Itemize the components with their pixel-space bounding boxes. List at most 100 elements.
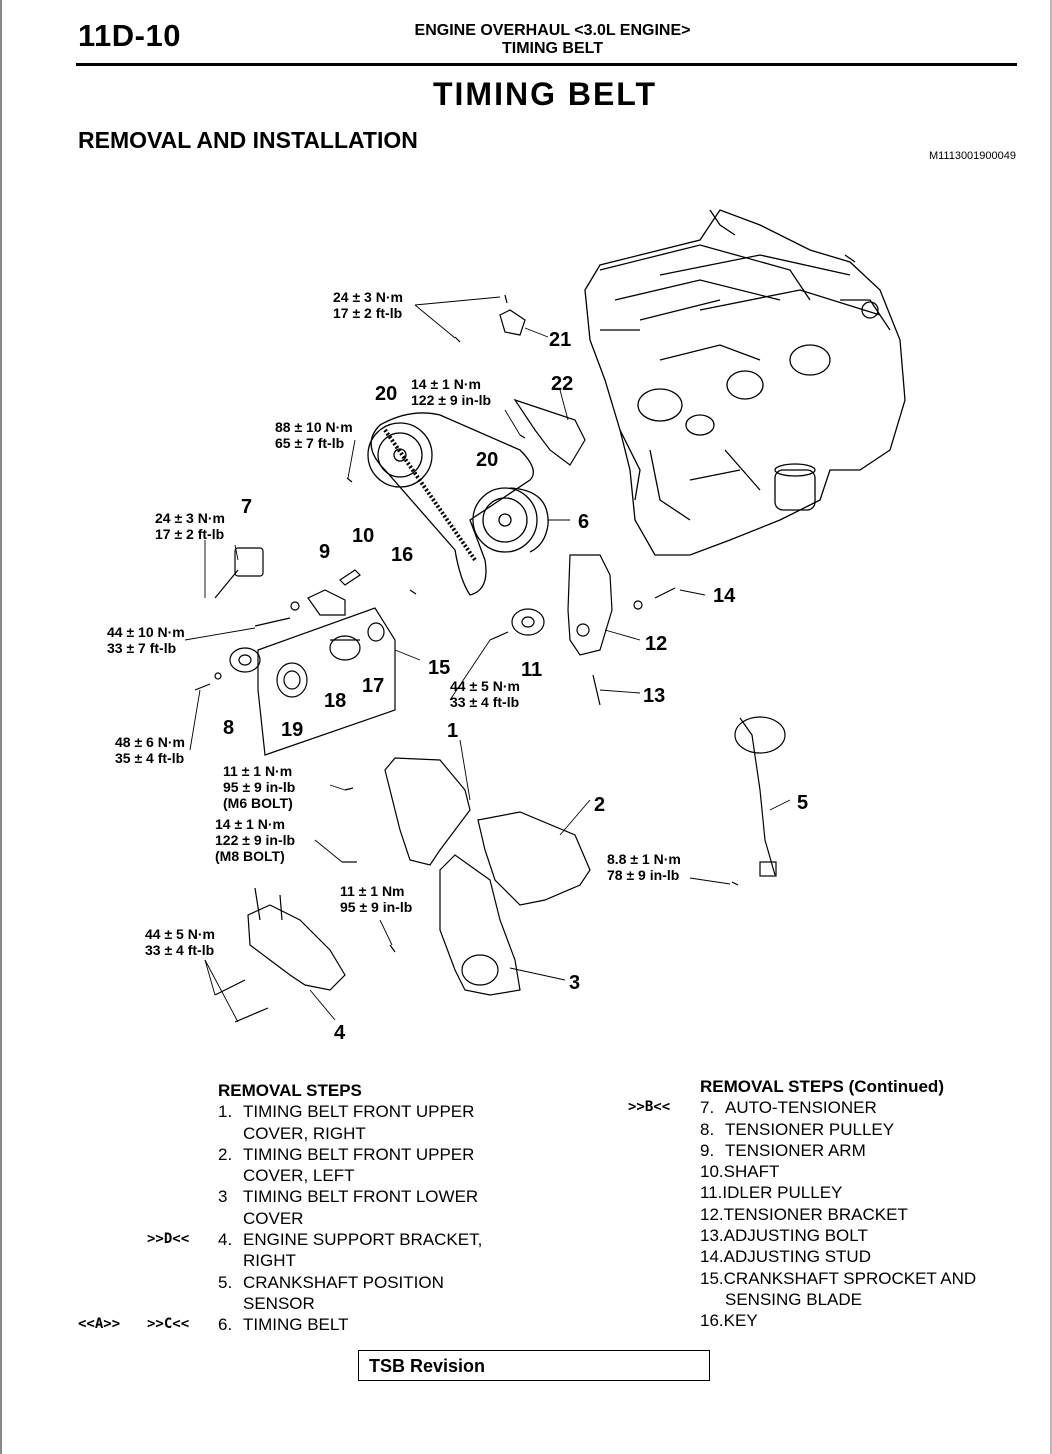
removal-step: 9. TENSIONER ARM <box>700 1140 1020 1161</box>
procedure-ref: >>B<< <box>628 1099 671 1116</box>
step-text: CRANKSHAFT POSITION <box>243 1272 444 1292</box>
callout-9: 9 <box>319 541 330 563</box>
callout-3: 3 <box>569 972 580 994</box>
removal-steps-continued-heading: REMOVAL STEPS (Continued) <box>700 1077 944 1096</box>
removal-step: 16.KEY <box>700 1310 1020 1331</box>
callout-8: 8 <box>223 717 234 739</box>
step-number: 11. <box>700 1183 723 1203</box>
procedure-ref: <<A>> <box>78 1316 121 1333</box>
step-number <box>218 1250 243 1271</box>
component-drawings <box>194 294 786 1023</box>
callout-19: 19 <box>281 719 303 741</box>
step-number: 4. <box>218 1230 233 1250</box>
callout-4: 4 <box>334 1022 346 1044</box>
removal-step: SENSOR <box>218 1293 518 1314</box>
removal-step: 10.SHAFT <box>700 1161 1020 1182</box>
step-text: COVER, LEFT <box>243 1166 355 1186</box>
removal-step: COVER <box>218 1208 518 1229</box>
callout-22: 22 <box>551 373 573 395</box>
section-title: REMOVAL AND INSTALLATION <box>78 127 418 153</box>
step-number <box>218 1123 243 1144</box>
step-text: TIMING BELT <box>243 1315 349 1335</box>
callout-5: 5 <box>797 792 808 814</box>
section-header: ENGINE OVERHAUL <3.0L ENGINE> TIMING BEL… <box>300 22 805 58</box>
removal-step: 13.ADJUSTING BOLT <box>700 1225 1020 1246</box>
removal-step: COVER, LEFT <box>218 1165 518 1186</box>
step-text: COVER, RIGHT <box>243 1123 366 1143</box>
step-text: SENSING BLADE <box>725 1289 862 1309</box>
step-number: 5. <box>218 1272 233 1292</box>
step-number: 15. <box>700 1268 724 1288</box>
removal-step: 2.TIMING BELT FRONT UPPER <box>218 1144 518 1165</box>
removal-step: 11.IDLER PULLEY <box>700 1182 1020 1203</box>
callout-20: 20 <box>375 383 397 405</box>
step-text: TIMING BELT FRONT UPPER <box>243 1144 475 1164</box>
step-number: 12. <box>700 1204 724 1224</box>
step-text: TENSIONER BRACKET <box>723 1204 908 1224</box>
removal-step: COVER, RIGHT <box>218 1123 518 1144</box>
step-text: SENSOR <box>243 1293 315 1313</box>
step-number: 9. <box>700 1140 715 1160</box>
removal-step: 1. TIMING BELT FRONT UPPER <box>218 1101 518 1122</box>
callout-20: 20 <box>476 449 498 471</box>
timing-belt-drawing <box>367 412 549 596</box>
procedure-ref: >>C<< <box>147 1316 190 1333</box>
header-rule <box>76 63 1017 66</box>
callout-11: 11 <box>521 659 542 681</box>
removal-step: RIGHT <box>218 1250 518 1271</box>
step-text: IDLER PULLEY <box>722 1183 843 1203</box>
step-text: TIMING BELT FRONT LOWER <box>243 1187 479 1207</box>
step-number <box>700 1289 725 1310</box>
callout-10: 10 <box>352 525 374 547</box>
step-text: TENSIONER ARM <box>725 1140 866 1160</box>
removal-step: 14.ADJUSTING STUD <box>700 1246 1020 1267</box>
removal-step: 7. AUTO-TENSIONER <box>700 1097 1020 1118</box>
step-text: RIGHT <box>243 1251 296 1271</box>
callout-2: 2 <box>594 794 605 816</box>
step-number: 10. <box>700 1162 724 1182</box>
step-text: COVER <box>243 1208 304 1228</box>
removal-step: 12.TENSIONER BRACKET <box>700 1204 1020 1225</box>
callout-14: 14 <box>713 585 736 607</box>
step-text: TENSIONER PULLEY <box>725 1119 895 1139</box>
leader-lines <box>184 296 791 1023</box>
callout-16: 16 <box>391 544 413 566</box>
step-number: 13. <box>700 1226 724 1246</box>
removal-step: SENSING BLADE <box>700 1289 1020 1310</box>
step-text: AUTO-TENSIONER <box>725 1098 877 1118</box>
step-number <box>218 1208 243 1229</box>
step-text: ADJUSTING STUD <box>723 1247 871 1267</box>
page-edge-left <box>0 0 2 1454</box>
page-number: 11D-10 <box>78 18 181 53</box>
step-number: 1. <box>218 1102 233 1122</box>
page-title: TIMING BELT <box>432 76 658 112</box>
removal-step: 5. CRANKSHAFT POSITION <box>218 1272 518 1293</box>
step-text: KEY <box>723 1311 758 1331</box>
removal-step: 8.TENSIONER PULLEY <box>700 1119 1020 1140</box>
callout-7: 7 <box>241 496 252 518</box>
section-header-line1: ENGINE OVERHAUL <3.0L ENGINE> <box>414 22 691 39</box>
step-number: 14. <box>700 1247 724 1267</box>
step-text: TIMING BELT FRONT UPPER <box>243 1102 475 1122</box>
tsb-revision-box: TSB Revision <box>358 1350 710 1381</box>
document-id: M1113001900049 <box>928 150 1016 162</box>
step-number <box>218 1293 243 1314</box>
callout-12: 12 <box>645 633 667 655</box>
step-number: 7. <box>700 1098 715 1118</box>
